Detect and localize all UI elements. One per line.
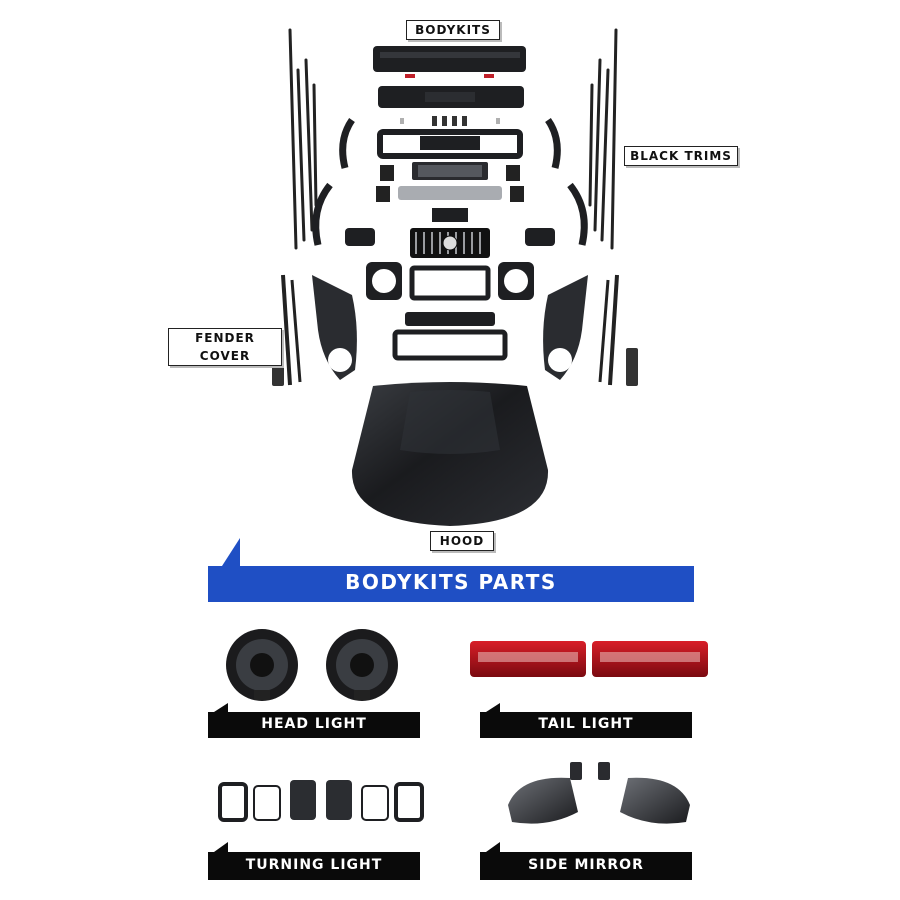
black-trims-label: BLACK TRIMS xyxy=(624,146,738,166)
side-mirror-icon xyxy=(508,762,690,824)
hood-label: HOOD xyxy=(430,531,494,551)
left-arch-lower xyxy=(312,182,333,246)
radiator-support xyxy=(405,312,495,326)
left-fog-grille xyxy=(345,228,375,246)
small-clips xyxy=(400,116,500,126)
left-fender xyxy=(272,274,357,386)
right-fender xyxy=(543,274,638,386)
plate-holder xyxy=(432,208,468,222)
label-bars xyxy=(208,703,692,880)
rear-bumper xyxy=(373,46,526,78)
right-trim-strips xyxy=(588,28,618,250)
front-grille xyxy=(410,228,490,258)
skid-plate xyxy=(398,186,502,200)
turning-light-icon xyxy=(218,780,424,822)
front-bumper-upper xyxy=(378,86,524,108)
right-fog-grille xyxy=(525,228,555,246)
left-arch-upper xyxy=(339,117,355,169)
headlight-icon xyxy=(226,629,398,701)
front-bumper-frame xyxy=(377,129,523,159)
brackets xyxy=(376,165,524,202)
right-arch-lower xyxy=(567,182,588,246)
lower-grille xyxy=(412,162,488,180)
lower-frame xyxy=(392,329,508,361)
right-headlight-bezel xyxy=(498,262,534,300)
grille-frame xyxy=(409,265,491,301)
taillight-icon xyxy=(470,641,708,677)
tail-light-label: TAIL LIGHT xyxy=(538,716,634,732)
right-arch-upper xyxy=(545,117,561,169)
bodykits-label: BODYKITS xyxy=(406,20,500,40)
banner-title: BODYKITS PARTS xyxy=(345,570,557,594)
parts-banner xyxy=(208,538,694,602)
left-headlight-bezel xyxy=(366,262,402,300)
fender-cover-label: FENDER COVER xyxy=(168,328,282,366)
head-light-label: HEAD LIGHT xyxy=(261,716,367,732)
hood xyxy=(351,382,549,526)
side-mirror-label: SIDE MIRROR xyxy=(528,857,644,873)
left-trim-strips xyxy=(288,28,318,250)
turning-light-label: TURNING LIGHT xyxy=(245,857,383,873)
